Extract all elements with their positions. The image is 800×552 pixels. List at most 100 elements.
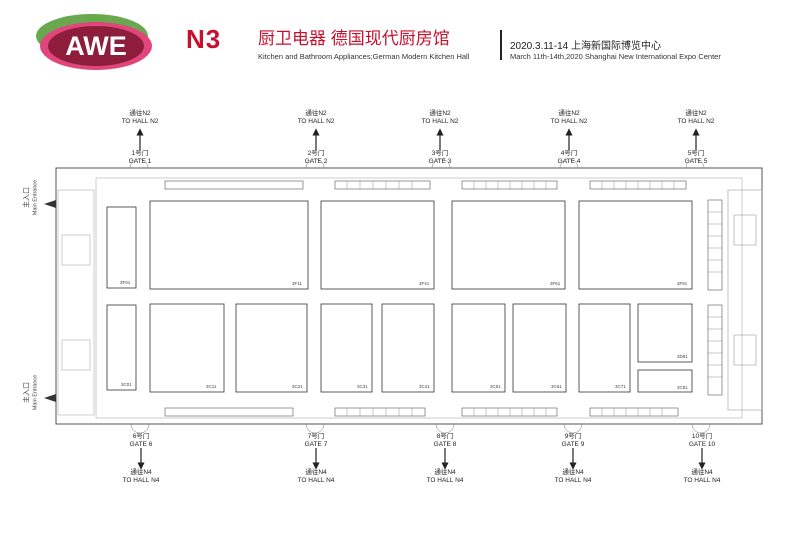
booth-label-3C71: 3C71 <box>615 384 626 389</box>
door-gate-8 <box>435 423 455 434</box>
hall-name-cn: 厨卫电器 德国现代厨房馆 <box>258 29 450 48</box>
gate-3-top[interactable]: 通往N2 TO HALL N2 3号门 GATE 3 <box>410 110 470 166</box>
gate-number-en: GATE 2 <box>304 158 328 165</box>
booth-label-3D81: 3D81 <box>677 354 688 359</box>
stairs-lower <box>733 334 757 366</box>
gate-number-cn: 3号门 <box>431 150 449 157</box>
booth-3F01 <box>106 206 137 289</box>
gate-7-bottom[interactable]: 7号门 GATE 7 通往N4 TO HALL N4 <box>286 433 346 485</box>
gate-number-cn: 7号门 <box>307 433 325 440</box>
booth-3F81 <box>578 200 693 290</box>
gate-direction-en: TO HALL N2 <box>297 118 335 125</box>
awe-logo-graphic: AWE <box>36 14 152 70</box>
event-date-en: March 11th-14th,2020 Shanghai New Intern… <box>510 52 721 61</box>
strip-top-3 <box>461 180 558 190</box>
booth-label-3F41: 3F41 <box>419 281 430 286</box>
gate-9-bottom[interactable]: 9号门 GATE 9 通往N4 TO HALL N4 <box>543 433 603 485</box>
booth-label-3C41: 3C41 <box>419 384 430 389</box>
booth-label-3F61: 3F61 <box>550 281 561 286</box>
booth-label-3C21: 3C21 <box>292 384 303 389</box>
gate-direction-cn: 通往N4 <box>305 469 327 476</box>
gate-direction-cn: 通往N4 <box>434 469 456 476</box>
strip-right-lower <box>707 304 723 396</box>
door-gate-5 <box>685 158 705 169</box>
gate-direction-en: TO HALL N4 <box>554 477 592 484</box>
strip-bottom-3 <box>461 407 558 417</box>
booth-3C21 <box>235 303 308 393</box>
hall-code: N3 <box>186 24 222 54</box>
booth-label-3C61: 3C61 <box>551 384 562 389</box>
service-area-right <box>727 189 763 411</box>
booth-label-3C51: 3C51 <box>490 384 501 389</box>
strip-top-1 <box>164 180 304 190</box>
event-date-cn: 2020.3.11-14 上海新国际博览中心 <box>510 41 661 52</box>
gate-6-bottom[interactable]: 6号门 GATE 6 通往N4 TO HALL N4 <box>111 433 171 485</box>
gate-direction-en: TO HALL N4 <box>426 477 464 484</box>
restroom-left-lower <box>61 339 91 371</box>
gate-direction-cn: 通往N4 <box>691 469 713 476</box>
arrow-main-entrance-lower <box>44 394 56 402</box>
gate-number-en: GATE 6 <box>129 441 153 448</box>
gate-number-cn: 6号门 <box>132 433 150 440</box>
booth-label-3F81: 3F81 <box>677 281 688 286</box>
booth-label-3C01: 3C01 <box>121 382 132 387</box>
hall-inner-outline <box>95 177 743 419</box>
gate-direction-en: TO HALL N2 <box>121 118 159 125</box>
door-gate-4 <box>559 158 579 169</box>
header-divider <box>500 30 502 60</box>
gate-direction-en: TO HALL N2 <box>421 118 459 125</box>
gate-number-en: GATE 1 <box>128 158 152 165</box>
booth-label-3C11: 3C11 <box>206 384 217 389</box>
booth-3C51 <box>451 303 506 393</box>
booth-label-3C31: 3C31 <box>357 384 368 389</box>
gate-direction-cn: 通往N4 <box>130 469 152 476</box>
gate-number-cn: 2号门 <box>307 150 325 157</box>
gate-direction-cn: 通往N2 <box>305 110 327 117</box>
gate-10-bottom[interactable]: 10号门 GATE 10 通往N4 TO HALL N4 <box>672 433 732 485</box>
booth-3C01 <box>106 304 137 391</box>
hall-outline <box>55 167 763 425</box>
gate-direction-cn: 通往N2 <box>558 110 580 117</box>
door-gate-2 <box>305 158 325 169</box>
strip-top-2 <box>334 180 431 190</box>
gate-number-cn: 10号门 <box>691 433 713 440</box>
booth-3D81 <box>637 303 693 363</box>
gate-5-top[interactable]: 通往N2 TO HALL N2 5号门 GATE 5 <box>666 110 726 166</box>
gate-number-en: GATE 10 <box>688 441 716 448</box>
gate-direction-en: TO HALL N4 <box>683 477 721 484</box>
door-gate-9 <box>563 423 583 434</box>
hall-name-en: Kitchen and Bathroom Appliances;German M… <box>258 52 470 61</box>
gate-4-top[interactable]: 通往N2 TO HALL N2 4号门 GATE 4 <box>539 110 599 166</box>
gate-number-en: GATE 5 <box>684 158 708 165</box>
gate-1-top[interactable]: 通往N2 TO HALL N2 1号门 GATE 1 <box>110 110 170 166</box>
gate-2-top[interactable]: 通往N2 TO HALL N2 2号门 GATE 2 <box>286 110 346 166</box>
gate-number-cn: 1号门 <box>131 150 149 157</box>
booth-3C31 <box>320 303 373 393</box>
gate-direction-cn: 通往N2 <box>429 110 451 117</box>
gate-number-en: GATE 3 <box>428 158 452 165</box>
booth-3F11 <box>149 200 309 290</box>
booth-3C11 <box>149 303 225 393</box>
gate-number-en: GATE 4 <box>557 158 581 165</box>
service-area-left <box>57 189 95 416</box>
gate-direction-cn: 通往N2 <box>685 110 707 117</box>
booth-3C61 <box>512 303 567 393</box>
gate-direction-en: TO HALL N2 <box>677 118 715 125</box>
door-gate-10 <box>691 423 711 434</box>
gate-direction-en: TO HALL N4 <box>122 477 160 484</box>
gate-number-en: GATE 9 <box>561 441 585 448</box>
strip-bottom-4 <box>589 407 679 417</box>
booth-label-3F01: 3F01 <box>120 280 131 285</box>
gate-8-bottom[interactable]: 8号门 GATE 8 通往N4 TO HALL N4 <box>415 433 475 485</box>
gate-number-en: GATE 8 <box>433 441 457 448</box>
booth-3F61 <box>451 200 566 290</box>
stairs-upper <box>733 214 757 246</box>
booth-label-3C81: 3C81 <box>677 385 688 390</box>
door-gate-1 <box>129 158 149 169</box>
gate-number-cn: 8号门 <box>436 433 454 440</box>
gate-direction-cn: 通往N4 <box>562 469 584 476</box>
door-gate-6 <box>130 423 150 434</box>
door-gate-3 <box>431 158 451 169</box>
strip-right-upper <box>707 199 723 291</box>
awe-logo: AWE <box>30 8 160 74</box>
